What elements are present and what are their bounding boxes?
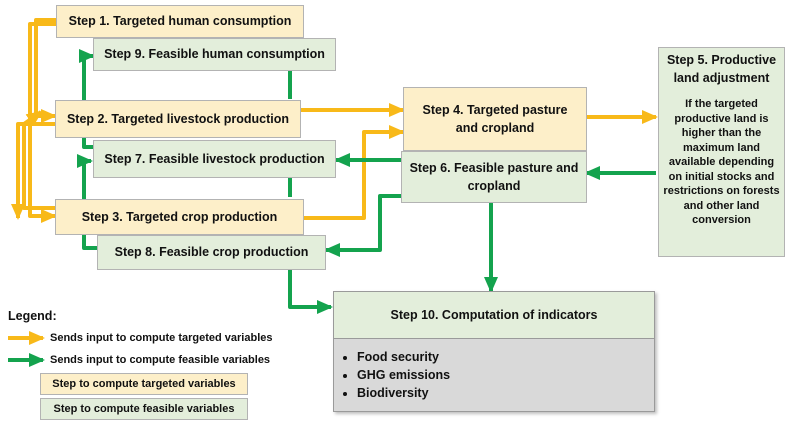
arrow-s6-to-s8 (324, 194, 401, 257)
indicator-item-ghg-emissions: GHG emissions (357, 367, 654, 385)
step-7-label: Step 7. Feasible livestock production (104, 151, 325, 166)
step-2-label: Step 2. Targeted livestock production (66, 111, 290, 126)
step-3-label: Step 3. Targeted crop production (81, 209, 278, 224)
step-8-box: Step 8. Feasible crop production (97, 235, 326, 270)
step-6-label: Step 6. Feasible pasture and cropland (409, 160, 579, 193)
indicator-item-biodiversity: Biodiversity (357, 385, 654, 403)
indicator-list: Food security GHG emissions Biodiversity (334, 349, 654, 402)
step-5-title: Step 5. Productive land adjustment (666, 53, 777, 85)
step-10-title: Step 10. Computation of indicators (334, 292, 654, 339)
step-5-description: If the targeted productive land is highe… (663, 98, 780, 227)
arrow-s2-to-s3 (11, 122, 56, 220)
indicator-item-food-security: Food security (357, 349, 654, 367)
legend-feasible-box: Step to compute feasible variables (40, 398, 248, 420)
legend-arrow-feasible-label: Sends input to compute feasible variable… (50, 354, 271, 366)
step-5-box: Step 5. Productive land adjustment If th… (658, 47, 785, 257)
step-1-label: Step 1. Targeted human consumption (68, 14, 292, 29)
arrow-s1-to-s3 (28, 22, 57, 223)
legend-targeted-box: Step to compute targeted variables (40, 373, 248, 395)
step-6-box: Step 6. Feasible pasture and cropland (401, 151, 587, 203)
step-9-label: Step 9. Feasible human consumption (104, 47, 325, 62)
step-1-box: Step 1. Targeted human consumption (56, 5, 304, 38)
arrow-s1-to-s2 (34, 18, 57, 123)
step-10-box: Step 10. Computation of indicators Food … (333, 291, 655, 412)
step-4-box: Step 4. Targeted pasture and cropland (403, 87, 587, 151)
step-9-box: Step 9. Feasible human consumption (93, 38, 336, 71)
step-3-box: Step 3. Targeted crop production (55, 199, 304, 235)
step-8-label: Step 8. Feasible crop production (114, 245, 309, 260)
arrow-s3-to-s4 (304, 125, 405, 220)
step-4-label: Step 4. Targeted pasture and cropland (422, 102, 568, 135)
step-2-box: Step 2. Targeted livestock production (55, 100, 301, 138)
arrow-s3-to-s2 (22, 110, 56, 210)
step-7-box: Step 7. Feasible livestock production (93, 140, 336, 178)
legend-title: Legend: (8, 309, 57, 323)
legend-arrow-targeted-label: Sends input to compute targeted variable… (50, 332, 273, 344)
arrow-s8-to-s10 (288, 270, 333, 314)
